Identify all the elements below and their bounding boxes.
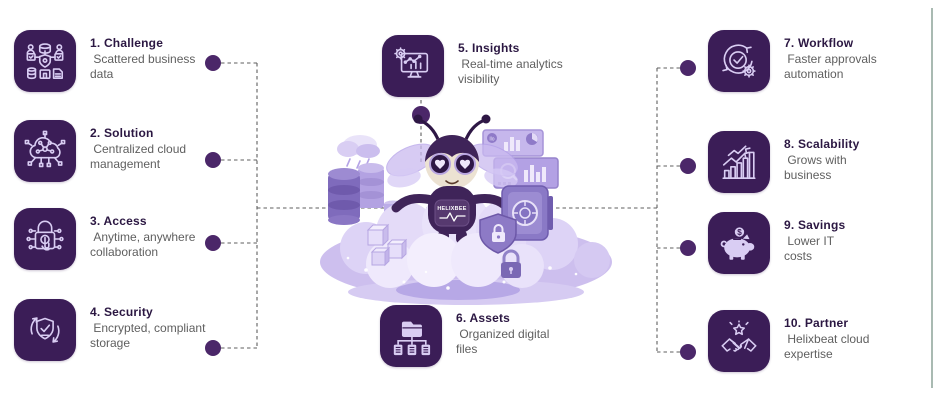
- svg-text:llo: llo: [489, 137, 494, 143]
- step-assets: 6. Assets Organized digital files: [380, 305, 596, 367]
- folder-tree-icon: [393, 321, 431, 356]
- padlock-icon: [501, 249, 521, 278]
- analytics-monitor-icon: [394, 47, 429, 78]
- step-workflow: 7. Workflow Faster approvals automation: [708, 30, 924, 92]
- scattered-data-icon: [26, 43, 64, 80]
- bee-mascot: HELIXBEE: [386, 114, 519, 244]
- step-desc: Grows with business: [784, 153, 847, 182]
- step-title: 1. Challenge: [90, 36, 164, 50]
- step-savings: $ 9. Savings Lower IT costs: [708, 212, 924, 274]
- partner-tile: [708, 310, 770, 372]
- step-desc: Anytime, anywhere collaboration: [90, 230, 196, 259]
- dollar-glyph: $: [737, 228, 742, 237]
- step-solution: 2. Solution Centralized cloud management: [14, 120, 230, 182]
- step-desc: Centralized cloud management: [90, 142, 187, 171]
- step-desc: Encrypted, compliant storage: [90, 321, 206, 350]
- step-partner: 10. Partner Helixbeat cloud expertise: [708, 310, 924, 372]
- workflow-check-gear-icon: [722, 44, 756, 78]
- shield-refresh-icon: [30, 317, 60, 343]
- challenge-tile: [14, 30, 76, 92]
- assets-tile: [380, 305, 442, 367]
- handshake-star-icon: [721, 320, 757, 352]
- step-title: 8. Scalability: [784, 137, 860, 151]
- solution-tile: [14, 120, 76, 182]
- bee-eyes: [429, 153, 476, 175]
- mascot-chest-label: HELIXBEE: [437, 206, 466, 212]
- step-title: 6. Assets: [456, 311, 511, 325]
- secure-access-icon: [26, 220, 64, 251]
- mascot-illustration: llo: [308, 112, 624, 308]
- workflow-tile: [708, 30, 770, 92]
- step-challenge: 1. Challenge Scattered business data: [14, 30, 230, 92]
- step-title: 7. Workflow: [784, 36, 854, 50]
- data-cubes: [366, 223, 408, 267]
- step-title: 5. Insights: [458, 41, 520, 55]
- scalability-tile: [708, 131, 770, 193]
- step-desc: Faster approvals automation: [784, 52, 877, 81]
- security-tile: [14, 299, 76, 361]
- step-insights: 5. Insights Real-time analytics visibili…: [382, 35, 598, 97]
- growth-bars-icon: [722, 145, 756, 180]
- rain-cloud-icon: [337, 135, 380, 169]
- step-title: 4. Security: [90, 305, 153, 319]
- piggy-bank-icon: $: [720, 226, 755, 260]
- access-tile: [14, 208, 76, 270]
- savings-tile: $: [708, 212, 770, 274]
- step-access: 3. Access Anytime, anywhere collaboratio…: [14, 208, 230, 270]
- cloud-network-icon: [24, 130, 66, 168]
- step-title: 2. Solution: [90, 126, 154, 140]
- slide-edge-line: [931, 8, 933, 388]
- step-scalability: 8. Scalability Grows with business: [708, 131, 924, 193]
- step-desc: Helixbeat cloud expertise: [784, 332, 870, 361]
- step-desc: Organized digital files: [456, 327, 550, 356]
- sparkles: [346, 256, 578, 290]
- shield-lock-icon: [479, 213, 517, 254]
- step-title: 10. Partner: [784, 316, 849, 330]
- step-desc: Lower IT costs: [784, 234, 835, 263]
- bee-mascot-on-cloud: llo: [320, 114, 612, 305]
- step-title: 9. Savings: [784, 218, 846, 232]
- step-title: 3. Access: [90, 214, 147, 228]
- step-desc: Scattered business data: [90, 52, 196, 81]
- step-desc: Real-time analytics visibility: [458, 57, 563, 86]
- insights-tile: [382, 35, 444, 97]
- step-security: 4. Security Encrypted, compliant storage: [14, 299, 230, 361]
